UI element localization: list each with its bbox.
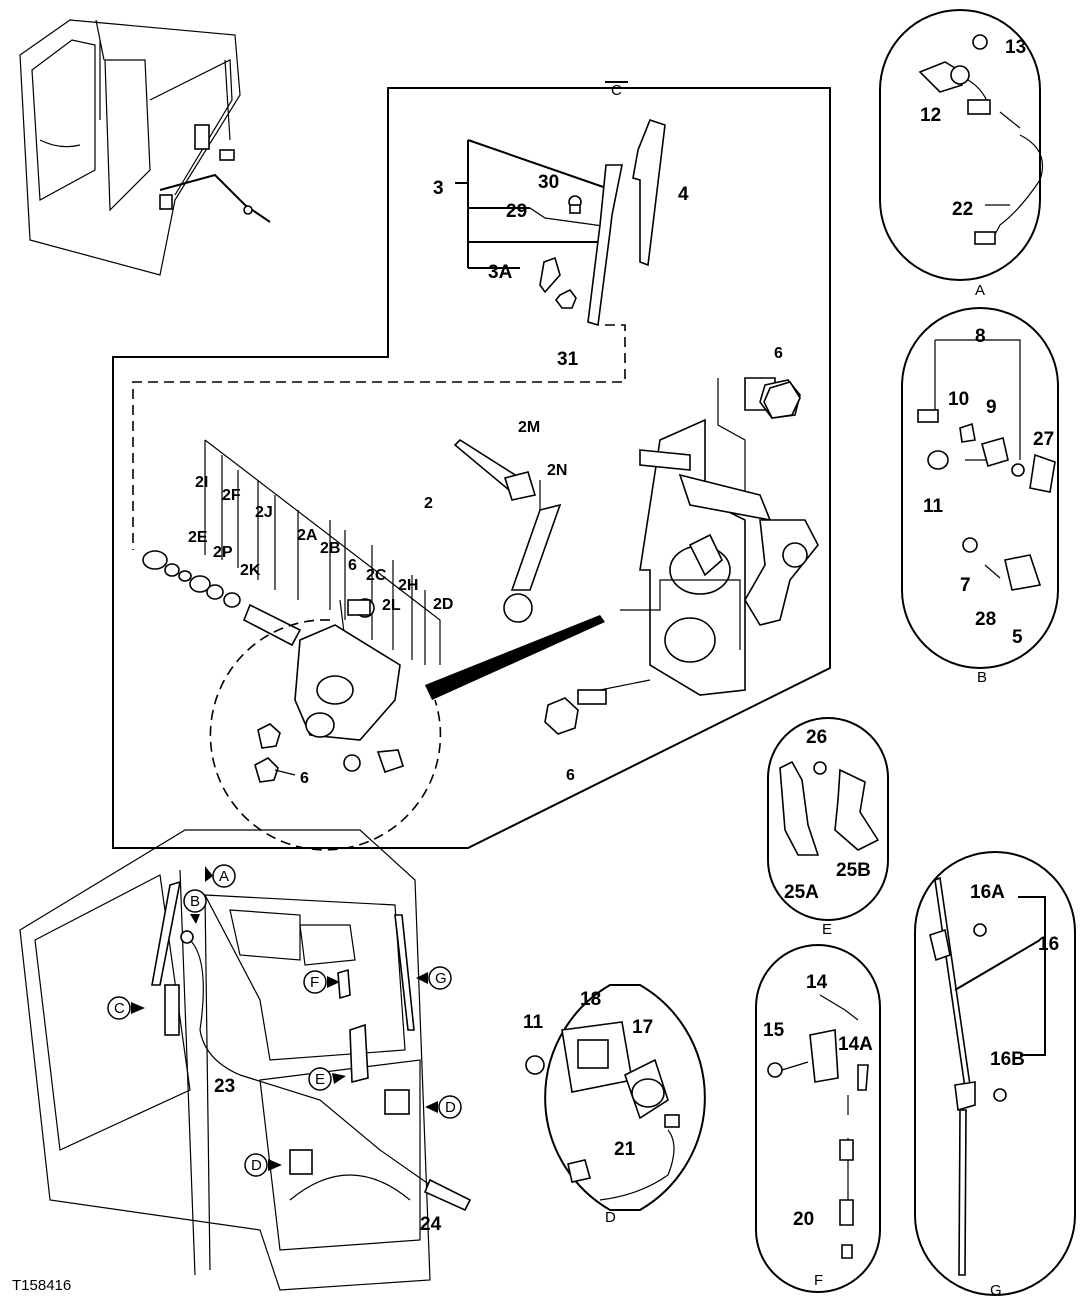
label-2d: 2D — [433, 596, 453, 613]
caption-d: D — [605, 1209, 616, 1226]
label-18: 18 — [580, 989, 601, 1010]
callout-c: C — [107, 996, 145, 1020]
label-16a: 16A — [970, 882, 1005, 903]
svg-text:D: D — [251, 1157, 262, 1174]
detail-c-frame: C — [112, 81, 831, 849]
detail-g — [914, 850, 1076, 1297]
label-3a: 3A — [488, 262, 513, 283]
label-6-top: 6 — [774, 345, 783, 362]
callout-d-left: D — [244, 1153, 282, 1177]
label-2b: 2B — [320, 540, 340, 557]
label-2k: 2K — [240, 562, 261, 579]
label-2a: 2A — [297, 527, 318, 544]
cab-overview-bottom — [19, 829, 472, 1291]
label-16: 16 — [1038, 934, 1059, 955]
label-2p: 2P — [213, 544, 233, 561]
label-14a: 14A — [838, 1034, 873, 1055]
svg-text:E: E — [315, 1071, 325, 1088]
label-13: 13 — [1005, 37, 1026, 58]
label-4: 4 — [678, 184, 689, 205]
label-10: 10 — [948, 389, 969, 410]
label-25a: 25A — [784, 882, 819, 903]
caption-f: F — [814, 1272, 823, 1289]
label-23: 23 — [214, 1076, 235, 1097]
callout-g: G — [416, 966, 452, 990]
label-6-circle: 6 — [300, 770, 309, 787]
label-2f: 2F — [222, 487, 241, 504]
link-arm-2m — [453, 438, 537, 501]
label-17: 17 — [632, 1017, 653, 1038]
caption-e: E — [822, 921, 832, 938]
detail-e — [767, 716, 889, 922]
label-5: 5 — [1012, 627, 1023, 648]
callout-d-right: D — [425, 1095, 462, 1119]
label-14: 14 — [806, 972, 828, 993]
label-29: 29 — [506, 201, 527, 222]
callout-e: E — [308, 1067, 346, 1091]
label-16b: 16B — [990, 1049, 1025, 1070]
figure-id: T158416 — [12, 1277, 71, 1294]
label-2e: 2E — [188, 529, 208, 546]
label-7: 7 — [960, 575, 971, 596]
label-2c: 2C — [366, 567, 387, 584]
svg-text:C: C — [114, 1000, 125, 1017]
label-6-bottom: 6 — [566, 767, 575, 784]
wiper-arm-assembly — [132, 119, 666, 550]
caption-b: B — [977, 669, 987, 686]
callout-b: B — [183, 889, 207, 924]
label-31: 31 — [557, 349, 579, 370]
link-arm-2n — [503, 480, 562, 623]
label-22: 22 — [952, 199, 973, 220]
detail-d — [525, 984, 706, 1211]
small-hardware-row — [142, 439, 441, 665]
label-15: 15 — [763, 1020, 785, 1041]
callout-f: F — [303, 970, 340, 994]
label-2h: 2H — [398, 577, 418, 594]
label-2m: 2M — [518, 419, 540, 436]
caption-c: C — [611, 82, 622, 99]
caption-g: G — [990, 1282, 1002, 1299]
label-12: 12 — [920, 105, 941, 126]
detail-b — [901, 306, 1059, 670]
detail-f — [755, 943, 881, 1294]
label-2i: 2I — [195, 474, 208, 491]
wiper-motor-assembly — [599, 377, 819, 696]
label-20: 20 — [793, 1209, 814, 1230]
label-2n: 2N — [547, 462, 567, 479]
bolt-6-upper — [763, 381, 801, 419]
label-2l: 2L — [382, 597, 401, 614]
label-27: 27 — [1033, 429, 1054, 450]
label-9: 9 — [986, 397, 997, 418]
label-21: 21 — [614, 1139, 636, 1160]
motor-enlargement-circle — [209, 599, 605, 851]
label-26: 26 — [806, 727, 827, 748]
label-6-inner: 6 — [348, 557, 357, 574]
svg-text:G: G — [435, 970, 447, 987]
bolt-6-lower — [544, 689, 607, 735]
label-8: 8 — [975, 326, 986, 347]
label-24: 24 — [420, 1214, 442, 1235]
svg-text:A: A — [219, 868, 229, 885]
label-2: 2 — [424, 495, 433, 512]
label-11-b: 11 — [923, 496, 944, 517]
svg-text:B: B — [190, 893, 200, 910]
caption-a: A — [975, 282, 985, 299]
callout-a: A — [205, 864, 236, 888]
label-28: 28 — [975, 609, 996, 630]
svg-text:F: F — [310, 974, 319, 991]
label-30: 30 — [538, 172, 559, 193]
label-11-d: 11 — [523, 1012, 544, 1033]
label-2j: 2J — [255, 504, 273, 521]
svg-text:D: D — [445, 1099, 456, 1116]
detail-a — [879, 8, 1044, 282]
cab-overview-top — [19, 19, 271, 276]
label-3: 3 — [433, 178, 444, 199]
label-25b: 25B — [836, 860, 871, 881]
